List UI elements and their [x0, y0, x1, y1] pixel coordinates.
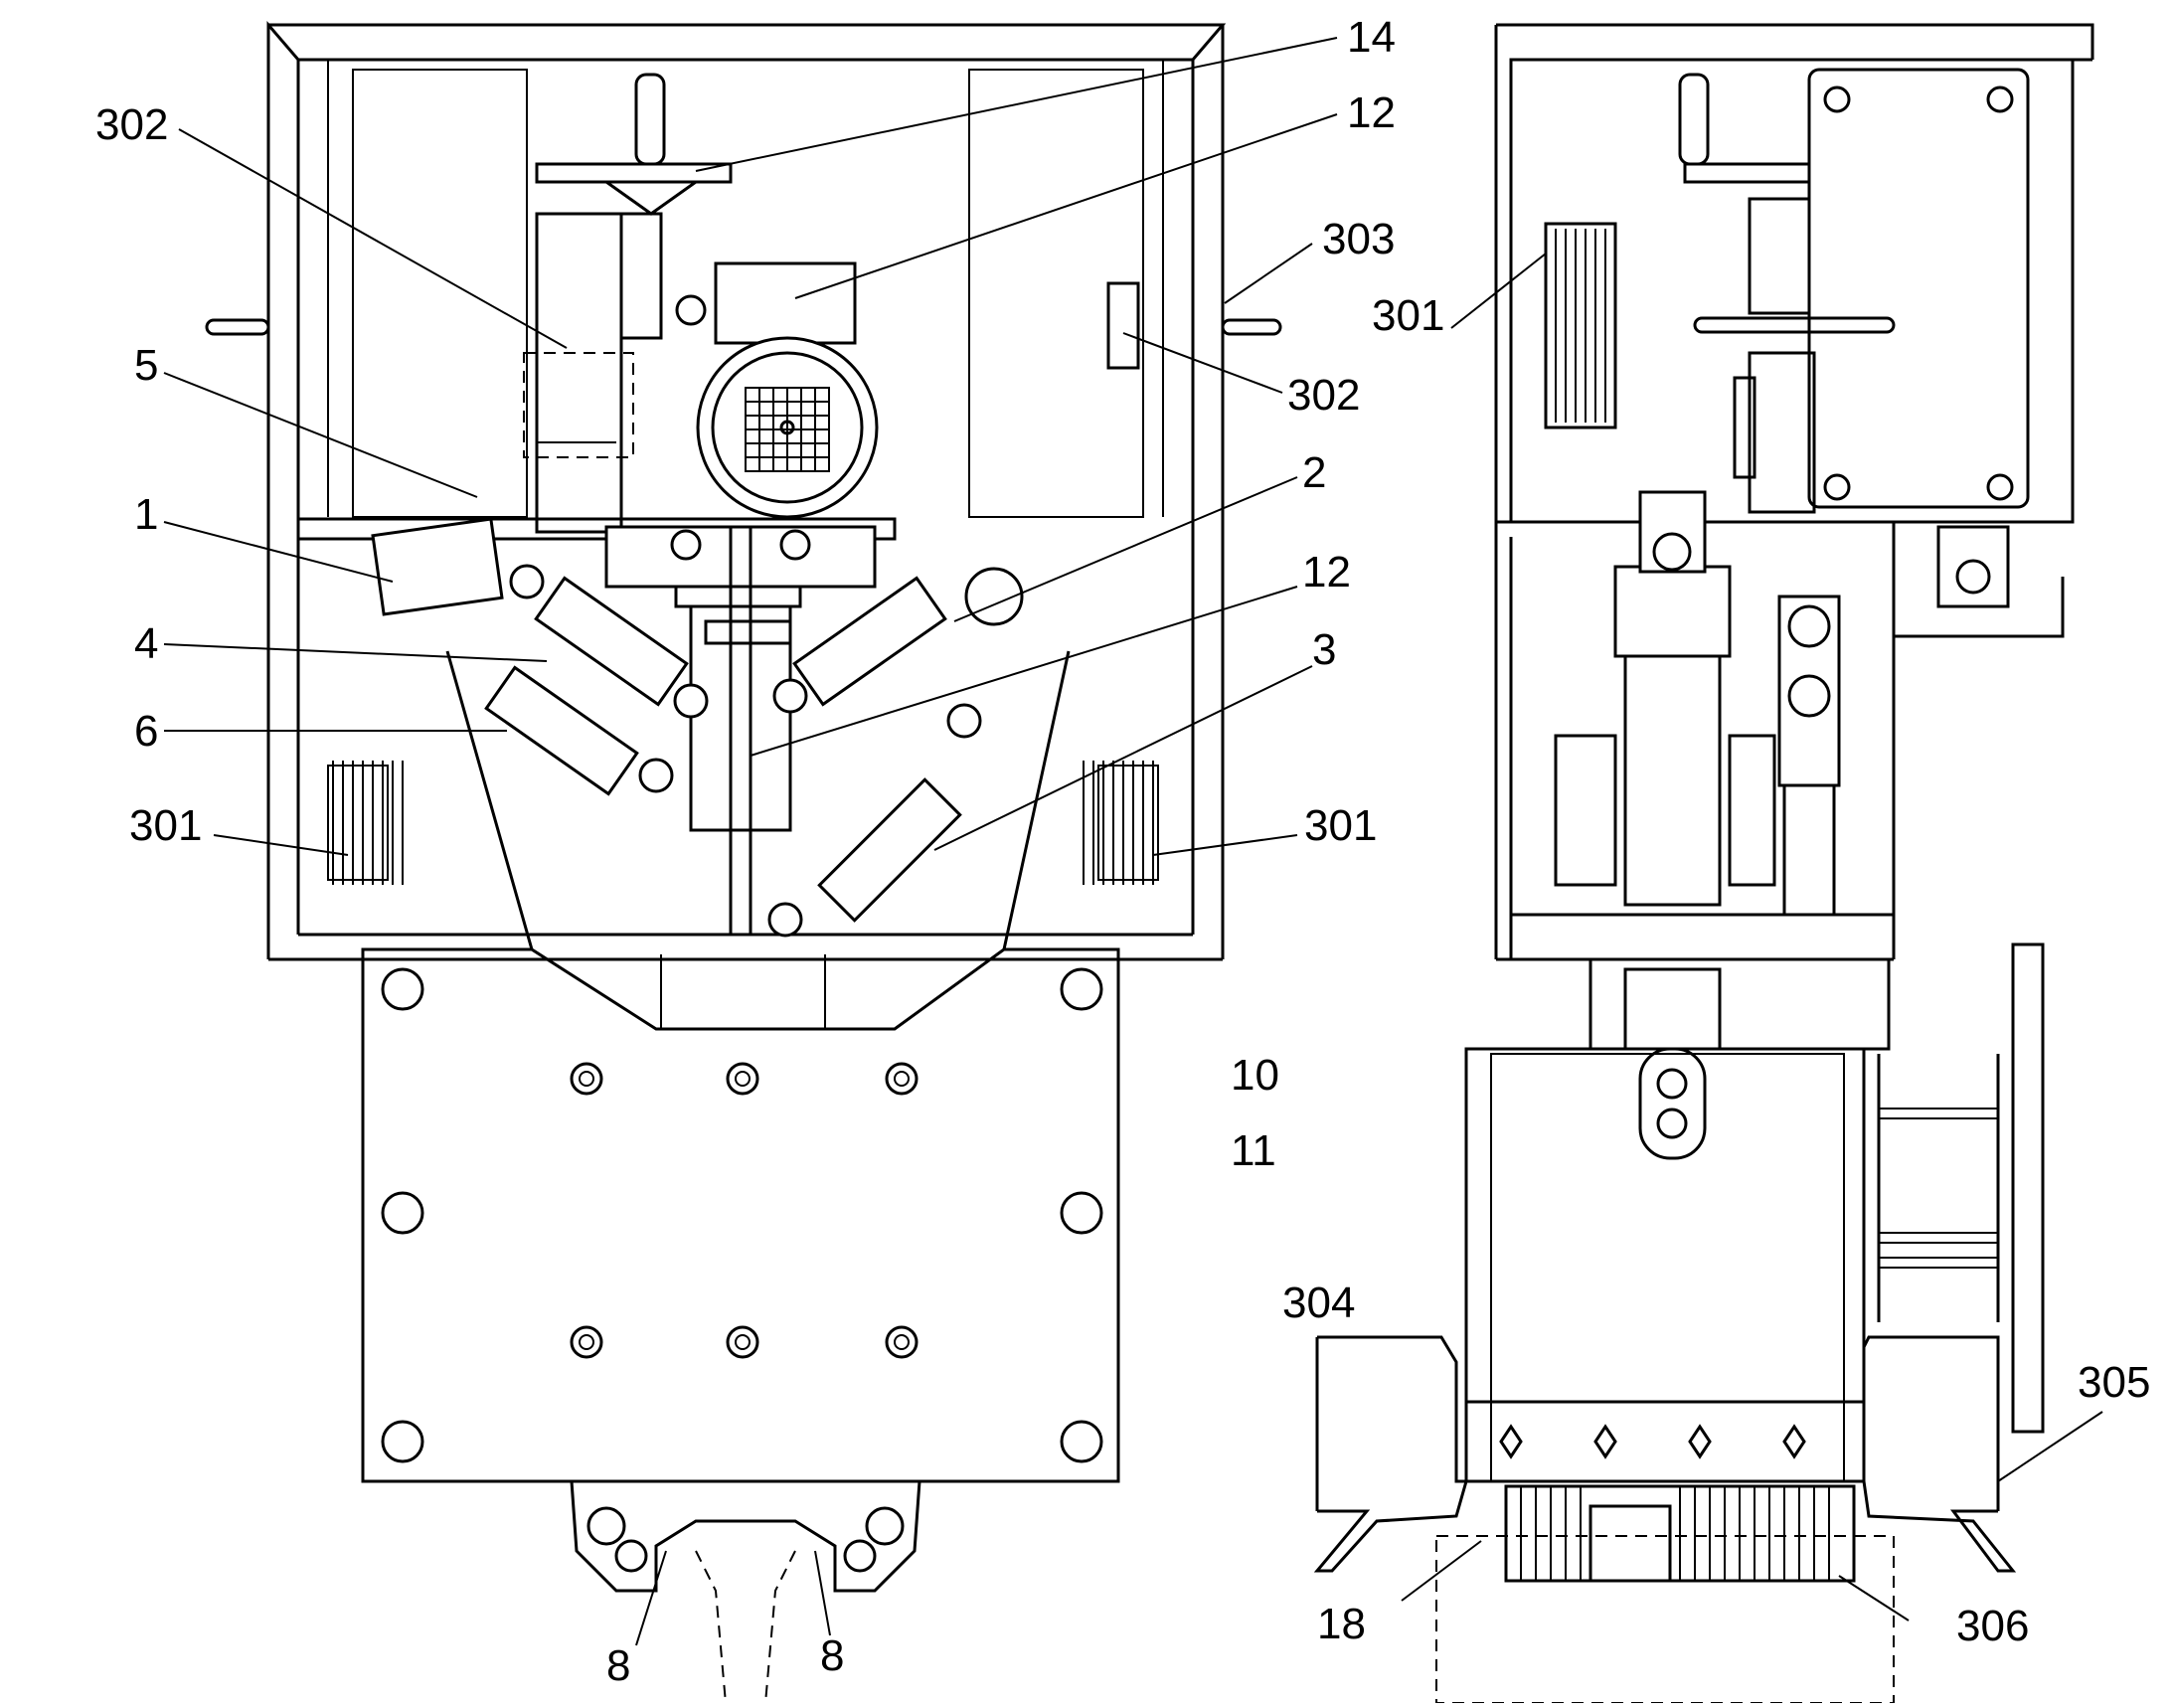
- leader-lines: [163, 37, 2103, 1646]
- brush-306: [1504, 1484, 1856, 1583]
- switch-2: [772, 576, 947, 714]
- left-heatsink: [327, 761, 404, 885]
- label-306: 306: [1956, 1602, 2029, 1650]
- switch-3: [767, 777, 962, 938]
- label-302-right: 302: [1287, 371, 1360, 420]
- label-3: 3: [1312, 625, 1336, 674]
- side-heatsink: [1544, 222, 1617, 429]
- switch-1: [371, 517, 545, 616]
- label-11: 11: [1231, 1126, 1276, 1175]
- label-304: 304: [1282, 1279, 1355, 1327]
- label-302-left: 302: [95, 100, 168, 149]
- motor-fan-grid: [745, 387, 830, 472]
- label-301-left: 301: [129, 801, 202, 850]
- label-6: 6: [134, 707, 158, 756]
- label-18: 18: [1317, 1600, 1366, 1648]
- label-301-side: 301: [1372, 291, 1444, 340]
- label-1: 1: [134, 490, 158, 539]
- label-303: 303: [1322, 215, 1395, 263]
- right-heatsink: [1083, 761, 1159, 885]
- label-12-top: 12: [1347, 88, 1396, 137]
- switch-6: [484, 665, 674, 796]
- label-10: 10: [1231, 1051, 1279, 1100]
- label-301-right: 301: [1304, 801, 1377, 850]
- front-view: [205, 20, 1282, 1704]
- label-12-mid: 12: [1302, 548, 1351, 597]
- side-view: [1313, 23, 2094, 1704]
- label-4: 4: [134, 619, 158, 668]
- strip-bolts: [1499, 1424, 1806, 1459]
- label-14: 14: [1347, 13, 1396, 62]
- label-305: 305: [2078, 1358, 2150, 1407]
- label-5: 5: [134, 341, 158, 390]
- switch-4: [534, 576, 709, 719]
- label-8-left: 8: [606, 1641, 630, 1690]
- label-8-right: 8: [820, 1631, 844, 1680]
- label-2: 2: [1302, 448, 1326, 497]
- plate-bolts: [570, 1062, 919, 1359]
- part-labels: 14 12 302 303 302 5 1 2 12 4 3 6 301 301…: [95, 13, 2150, 1690]
